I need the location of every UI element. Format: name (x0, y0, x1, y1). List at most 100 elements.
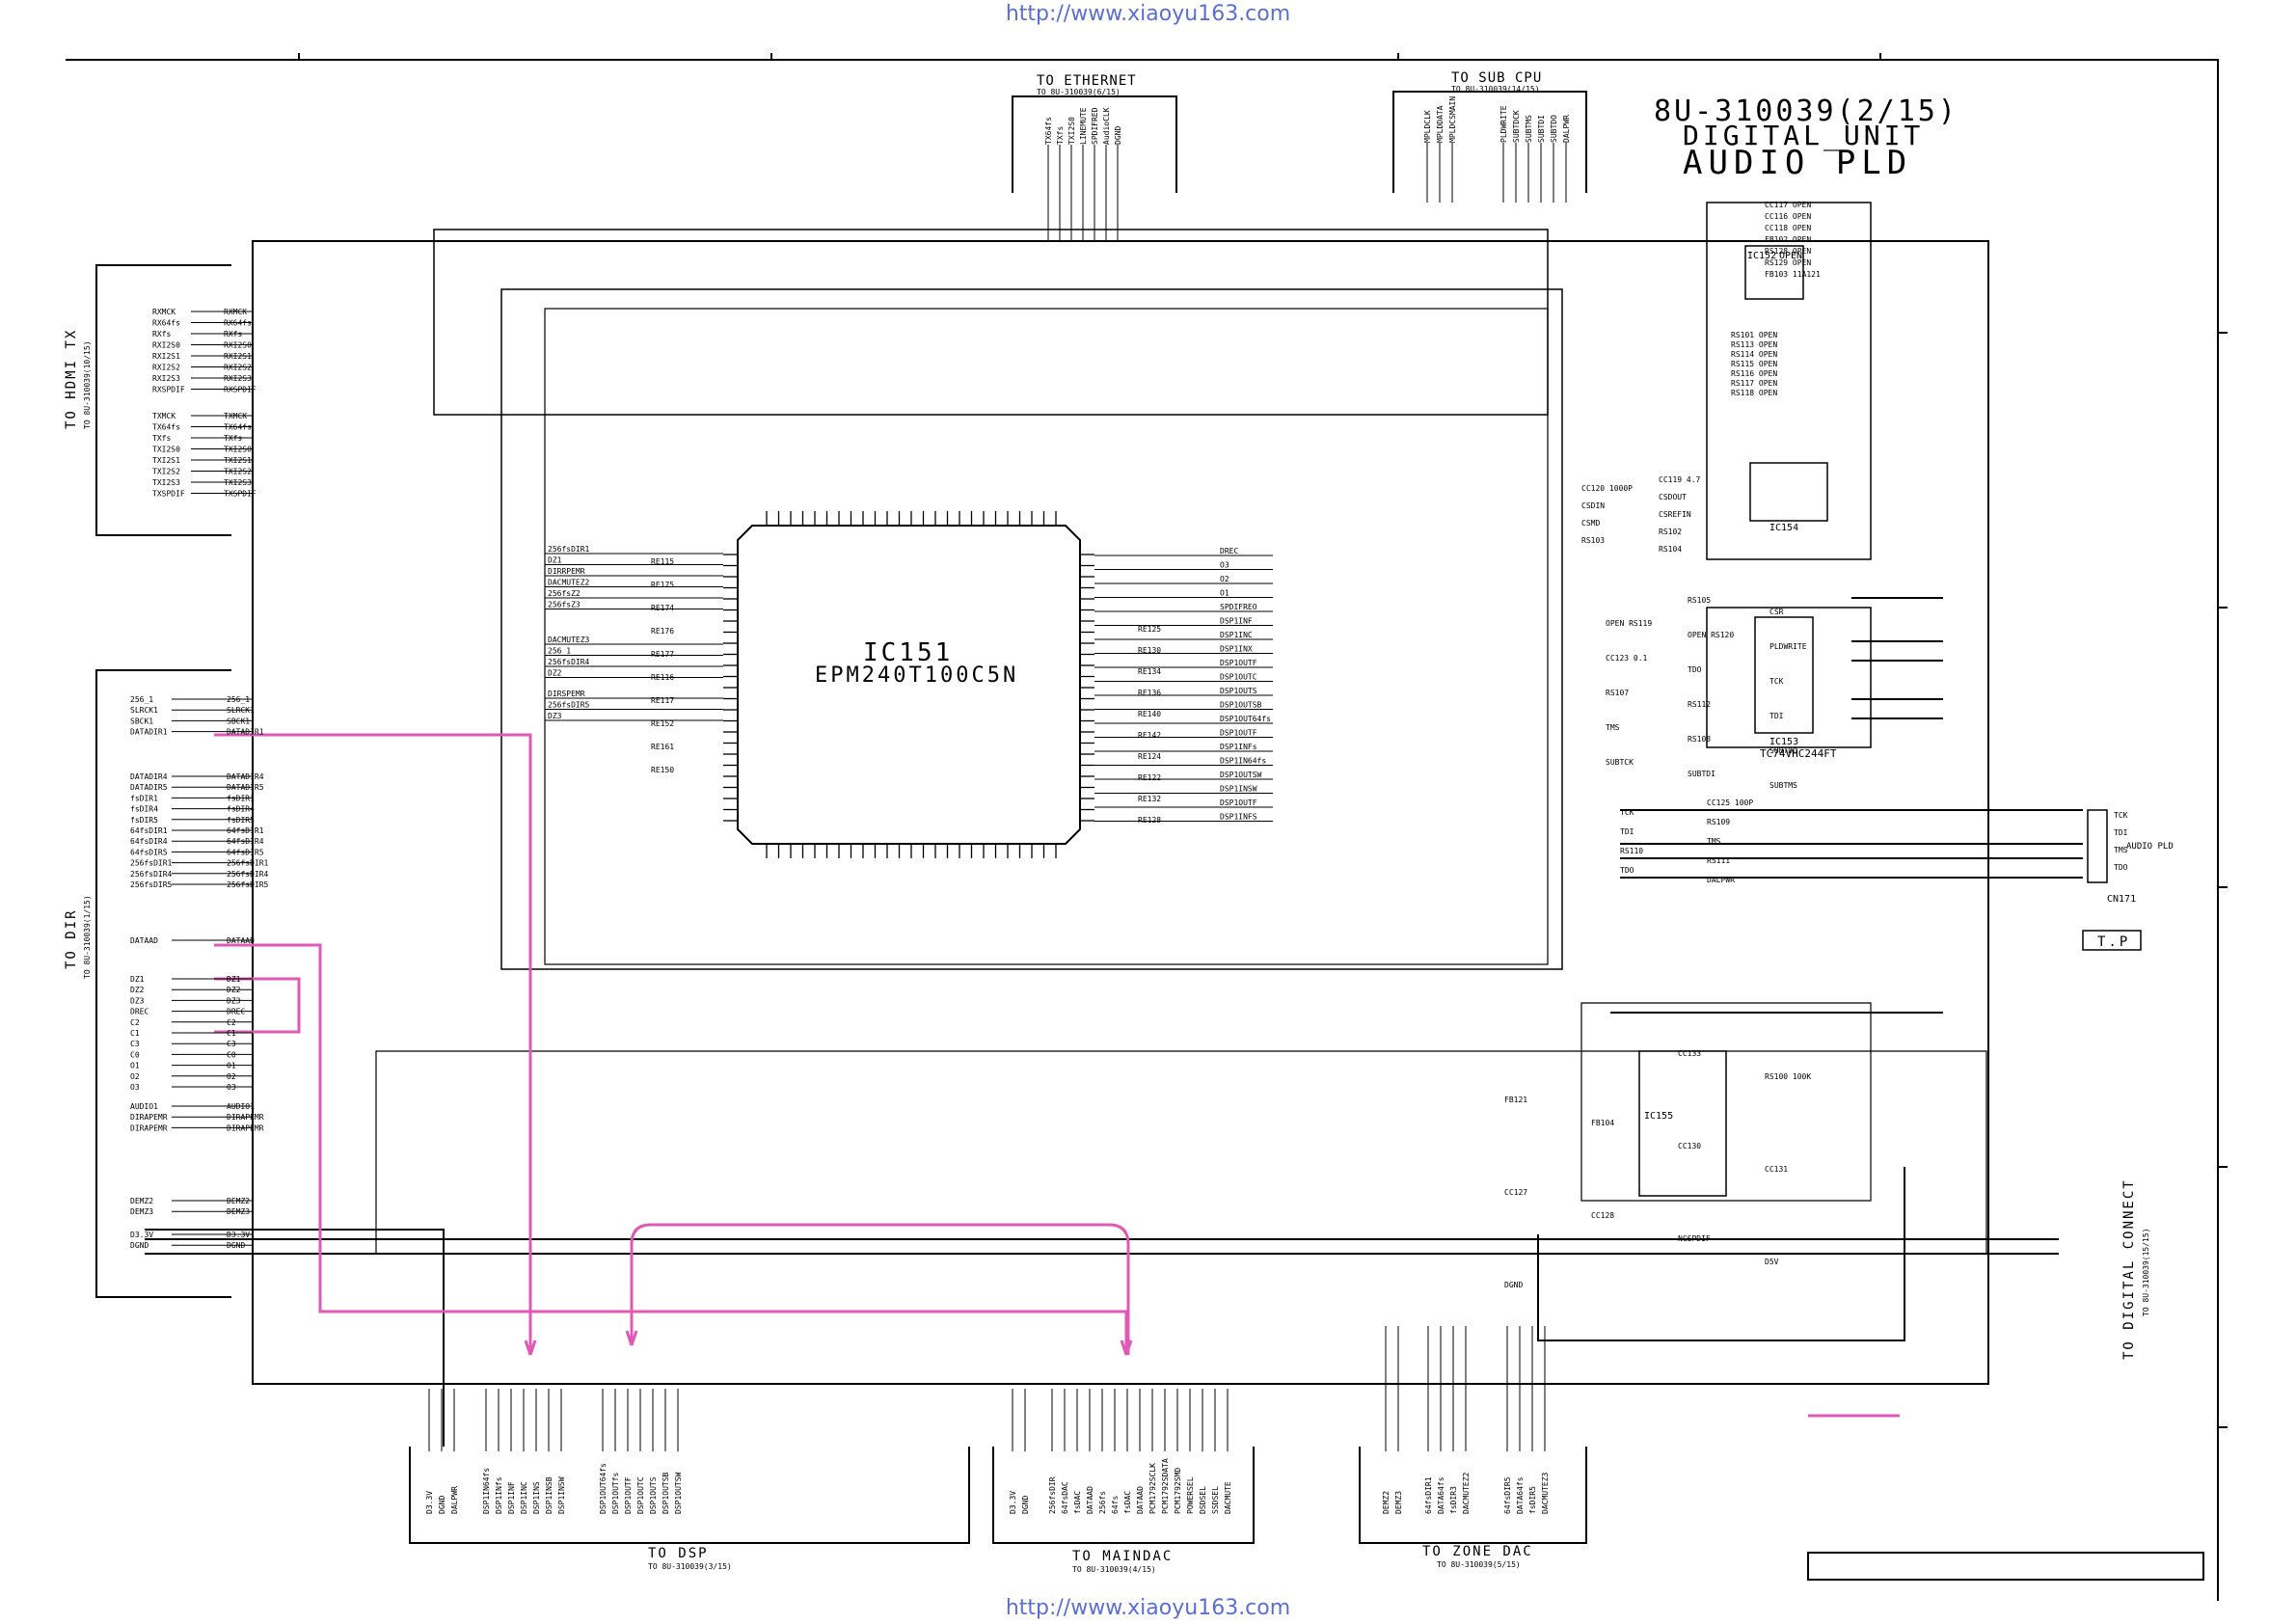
right-misc-label: CC128 (1591, 1211, 1614, 1220)
digital-connect-ref: TO 8U-310039(15/15) (2142, 1228, 2150, 1316)
ic151-left-net-label: DACMUTEZ3 (548, 636, 590, 644)
right-misc-label: TDO (1620, 866, 1634, 875)
dir-pin-label: fsDIR4 (130, 805, 158, 814)
hdmi-tx-pin-label: TXI2S0 (152, 446, 180, 454)
dsp-pin-label: DSP1OUTC (636, 1476, 645, 1514)
right-misc-label: RS112 (1688, 700, 1711, 709)
right-misc-label: CC127 (1504, 1188, 1527, 1197)
ic151-right-resistor: RE130 (1138, 646, 1161, 655)
ic151-right-net-label: DSP1OUTSW (1220, 771, 1262, 779)
right-resistor-label: RS117 OPEN (1731, 379, 1777, 388)
right-misc-label: CC123 0.1 (1606, 654, 1648, 663)
dir-pin-label: D3.3V (130, 1231, 153, 1239)
ic151-left-net-label: DACMUTEZ2 (548, 579, 590, 587)
dir-pin-label: fsDIR1 (130, 794, 158, 802)
ic153-ref: IC153 (1769, 737, 1798, 747)
hdmi-rx-pin-label: RXI2S1 (152, 352, 180, 361)
top-connector-frames (1012, 91, 1587, 193)
right-misc-label: CC119 4.7 (1659, 475, 1701, 484)
header-url[interactable]: http://www.xiaoyu163.com (1005, 2, 1291, 26)
dsp-pin-label: DSP1OUTSW (674, 1472, 683, 1514)
ethernet-pin-label: TXI2S0 (1067, 117, 1076, 145)
digital-connect-title: TO DIGITAL CONNECT (2121, 1178, 2137, 1360)
ic154-ref: IC154 (1769, 523, 1798, 533)
ic151-left-labels: 256fsDIR1DZ1DIRRPEMRDACMUTEZ2256fsZ2256f… (545, 545, 723, 774)
right-misc-label: TDI (1769, 712, 1784, 720)
ic151-right-resistor: RE142 (1138, 731, 1161, 740)
cn171-ref: CN171 (2107, 894, 2136, 905)
maindac-pin-label: DACMUTE (1224, 1481, 1232, 1514)
ic155-ref: IC155 (1644, 1111, 1673, 1122)
footer-url[interactable]: http://www.xiaoyu163.com (1005, 1596, 1291, 1620)
hdmi-tx-pin-label: TX64fs (152, 423, 180, 432)
right-misc-label: CSREFIN (1659, 510, 1691, 519)
hdmi-rx-pin-label: RXMCK (152, 308, 176, 316)
ic151-right-net-label: DSP1OUT64fs (1220, 715, 1271, 723)
right-misc-label: RS107 (1606, 689, 1629, 697)
ic151-left-resistor: RE150 (651, 766, 674, 774)
ic153-chip: TC74VHC244FT IC153 (1754, 616, 1837, 760)
ic151-right-resistor: RE136 (1138, 689, 1161, 697)
right-misc-label: CC117 OPEN (1765, 201, 1811, 209)
ic155-chip: IC155 (1638, 1050, 1727, 1197)
ethernet-pin-label: DGND (1114, 126, 1122, 145)
cn171-desc: AUDIO PLD (2126, 842, 2174, 852)
ic151-right-net-label: DSP1OUTS (1220, 687, 1257, 695)
right-misc-label: CC130 (1678, 1142, 1701, 1150)
dir-pin-label: 256fsDIR5 (130, 880, 173, 889)
dir-pin-label: DEMZ2 (130, 1197, 153, 1205)
ic151-left-resistor: RE174 (651, 604, 674, 612)
title-board-id: 8U-310039(2/15) (1654, 95, 1958, 128)
zone-dac-pin-label: DATA64fs (1516, 1476, 1525, 1514)
dsp-pin-label: DSP1OUTfs (611, 1472, 620, 1514)
ic151-right-net-label: DSP1INFs (1220, 743, 1257, 751)
right-resistor-label: RS114 OPEN (1731, 350, 1777, 359)
ic151-left-resistor: RE161 (651, 743, 674, 751)
right-misc-label: FB102 OPEN (1765, 235, 1811, 244)
dir-pin-label: DZ3 (130, 996, 145, 1005)
ic151-ref: IC151 (863, 638, 953, 667)
right-misc-label: PLDWRITE (1769, 642, 1807, 651)
sub-cpu-pin-label: SUBTDI (1537, 115, 1546, 143)
right-misc-label: DALPWR (1707, 876, 1735, 884)
dsp-pin-label: DSP1OUTS (649, 1476, 658, 1514)
ic151-right-net-label: DSP1INSW (1220, 785, 1257, 794)
ic151-right-net-label: O2 (1220, 575, 1229, 583)
sub-cpu-pin-label: MPLDCLK (1423, 110, 1432, 143)
ethernet-pin-label: SPDIFRED (1091, 107, 1099, 145)
ic151-right-net-label: DSP1OUTF (1220, 729, 1257, 738)
zone-dac-pin-label: fsDIR3 (1449, 1486, 1458, 1514)
dsp-pin-label: DSP1IN64fs (482, 1468, 491, 1514)
maindac-pin-label: 64fsDAC (1061, 1481, 1069, 1514)
bottom-connector-frames (409, 1414, 2204, 1581)
ic151-right-net-label: O1 (1220, 589, 1229, 598)
sub-cpu-pin-label: MPLDCSMAIN (1448, 96, 1457, 143)
hdmi-rx-pin-label: RX64fs (152, 319, 180, 328)
dir-pin-label: O1 (130, 1062, 140, 1070)
dsp-pin-label: DSP1OUTSB (662, 1472, 670, 1514)
ic151-right-net-label: DSP1OUTC (1220, 673, 1257, 682)
dir-pin-label: C0 (130, 1050, 140, 1059)
hdmi-tx-pin-label: TXI2S3 (152, 478, 180, 487)
dsp-pin-label: DSP1INC (520, 1481, 528, 1514)
ethernet-pin-label: TXfs (1056, 126, 1065, 145)
sub-cpu-ref: TO 8U-310039(14/15) (1451, 85, 1540, 94)
zone-dac-pin-label: DACMUTEZ3 (1541, 1472, 1550, 1514)
ic151-left-net-label: DIRRPEMR (548, 567, 585, 576)
ic151-right-resistor: RE124 (1138, 752, 1161, 761)
ethernet-ref: TO 8U-310039(6/15) (1037, 88, 1121, 96)
ic151-left-net-label: DIRSPEMR (548, 690, 585, 698)
right-misc-label: DGND (1504, 1281, 1523, 1289)
highlighted-signal-traces (214, 733, 1133, 1356)
dir-pin-label: DIRAPEMR (130, 1113, 168, 1122)
right-misc-label: D5V (1765, 1258, 1779, 1266)
maindac-ref: TO 8U-310039(4/15) (1072, 1565, 1156, 1574)
dsp-pin-label: D3.3V (425, 1491, 434, 1514)
ic151-right-resistor: RE140 (1138, 710, 1161, 718)
right-misc-label: RS105 (1688, 596, 1711, 605)
right-misc-label: FB103 11A121 (1765, 270, 1821, 279)
hdmi-rx-pin-label: RXSPDIF (152, 386, 185, 394)
hdmi-tx-title: TO HDMI TX (64, 329, 79, 429)
